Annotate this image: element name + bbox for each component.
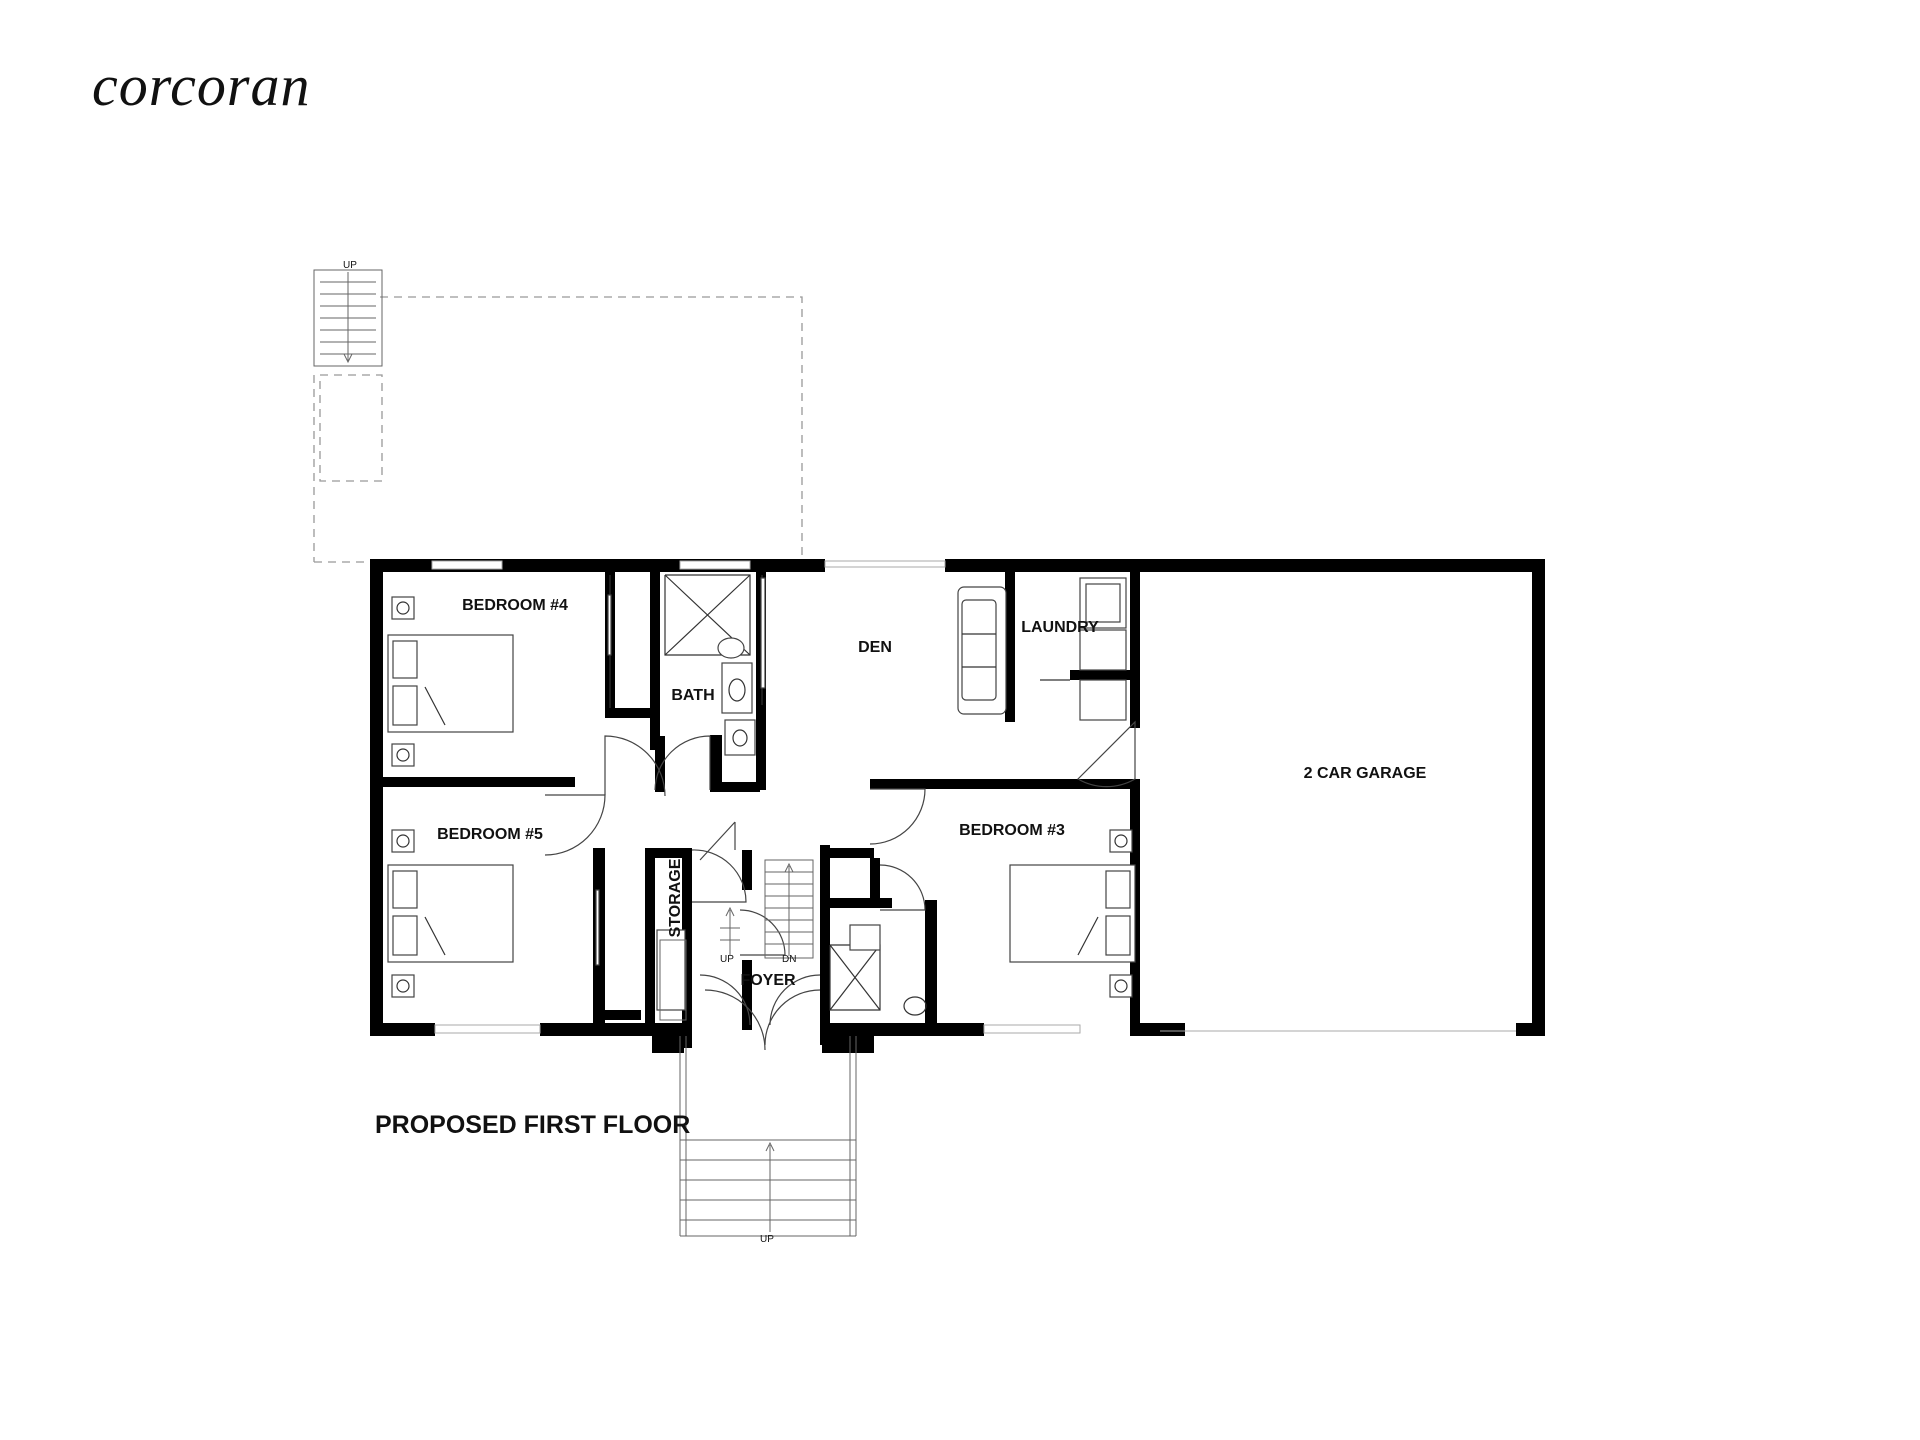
deck-outline <box>313 296 803 563</box>
laundry-appliances <box>1040 577 1127 721</box>
bed-bedroom4 <box>387 634 514 733</box>
closet-lines <box>595 574 881 1011</box>
storage-shelves <box>659 939 687 1021</box>
room-label-storage: STORAGE <box>667 858 684 937</box>
windows <box>431 560 1081 1034</box>
doors <box>544 720 1136 1026</box>
room-label-bath: BATH <box>671 687 714 704</box>
den-sofa <box>957 586 1007 715</box>
room-label-2-car-garage: 2 CAR GARAGE <box>1304 765 1427 782</box>
room-label-bedroom-5: BEDROOM #5 <box>437 826 543 843</box>
room-label-laundry: LAUNDRY <box>1021 619 1099 636</box>
room-label-den: DEN <box>858 639 892 656</box>
interior-stair <box>720 859 814 959</box>
deck-stair-up-label: UP <box>343 260 357 271</box>
interior-stair-up-label: UP <box>720 954 734 965</box>
foyer-entry-doors <box>704 989 821 1051</box>
bath-fixtures <box>717 637 927 1016</box>
nightstands <box>391 596 1133 998</box>
room-label-foyer: FOYER <box>740 972 796 989</box>
deck-stair <box>313 269 383 367</box>
entry-stair <box>679 1036 857 1237</box>
bed-bedroom3 <box>1009 864 1136 963</box>
interior-stair-dn-label: DN <box>782 954 796 965</box>
corcoran-logo: corcoran <box>92 53 311 118</box>
plan-title: PROPOSED FIRST FLOOR <box>375 1111 690 1139</box>
entry-stair-up-label: UP <box>760 1234 774 1245</box>
room-label-bedroom-4: BEDROOM #4 <box>462 597 568 614</box>
bed-bedroom5 <box>387 864 514 963</box>
room-label-bedroom-3: BEDROOM #3 <box>959 822 1065 839</box>
